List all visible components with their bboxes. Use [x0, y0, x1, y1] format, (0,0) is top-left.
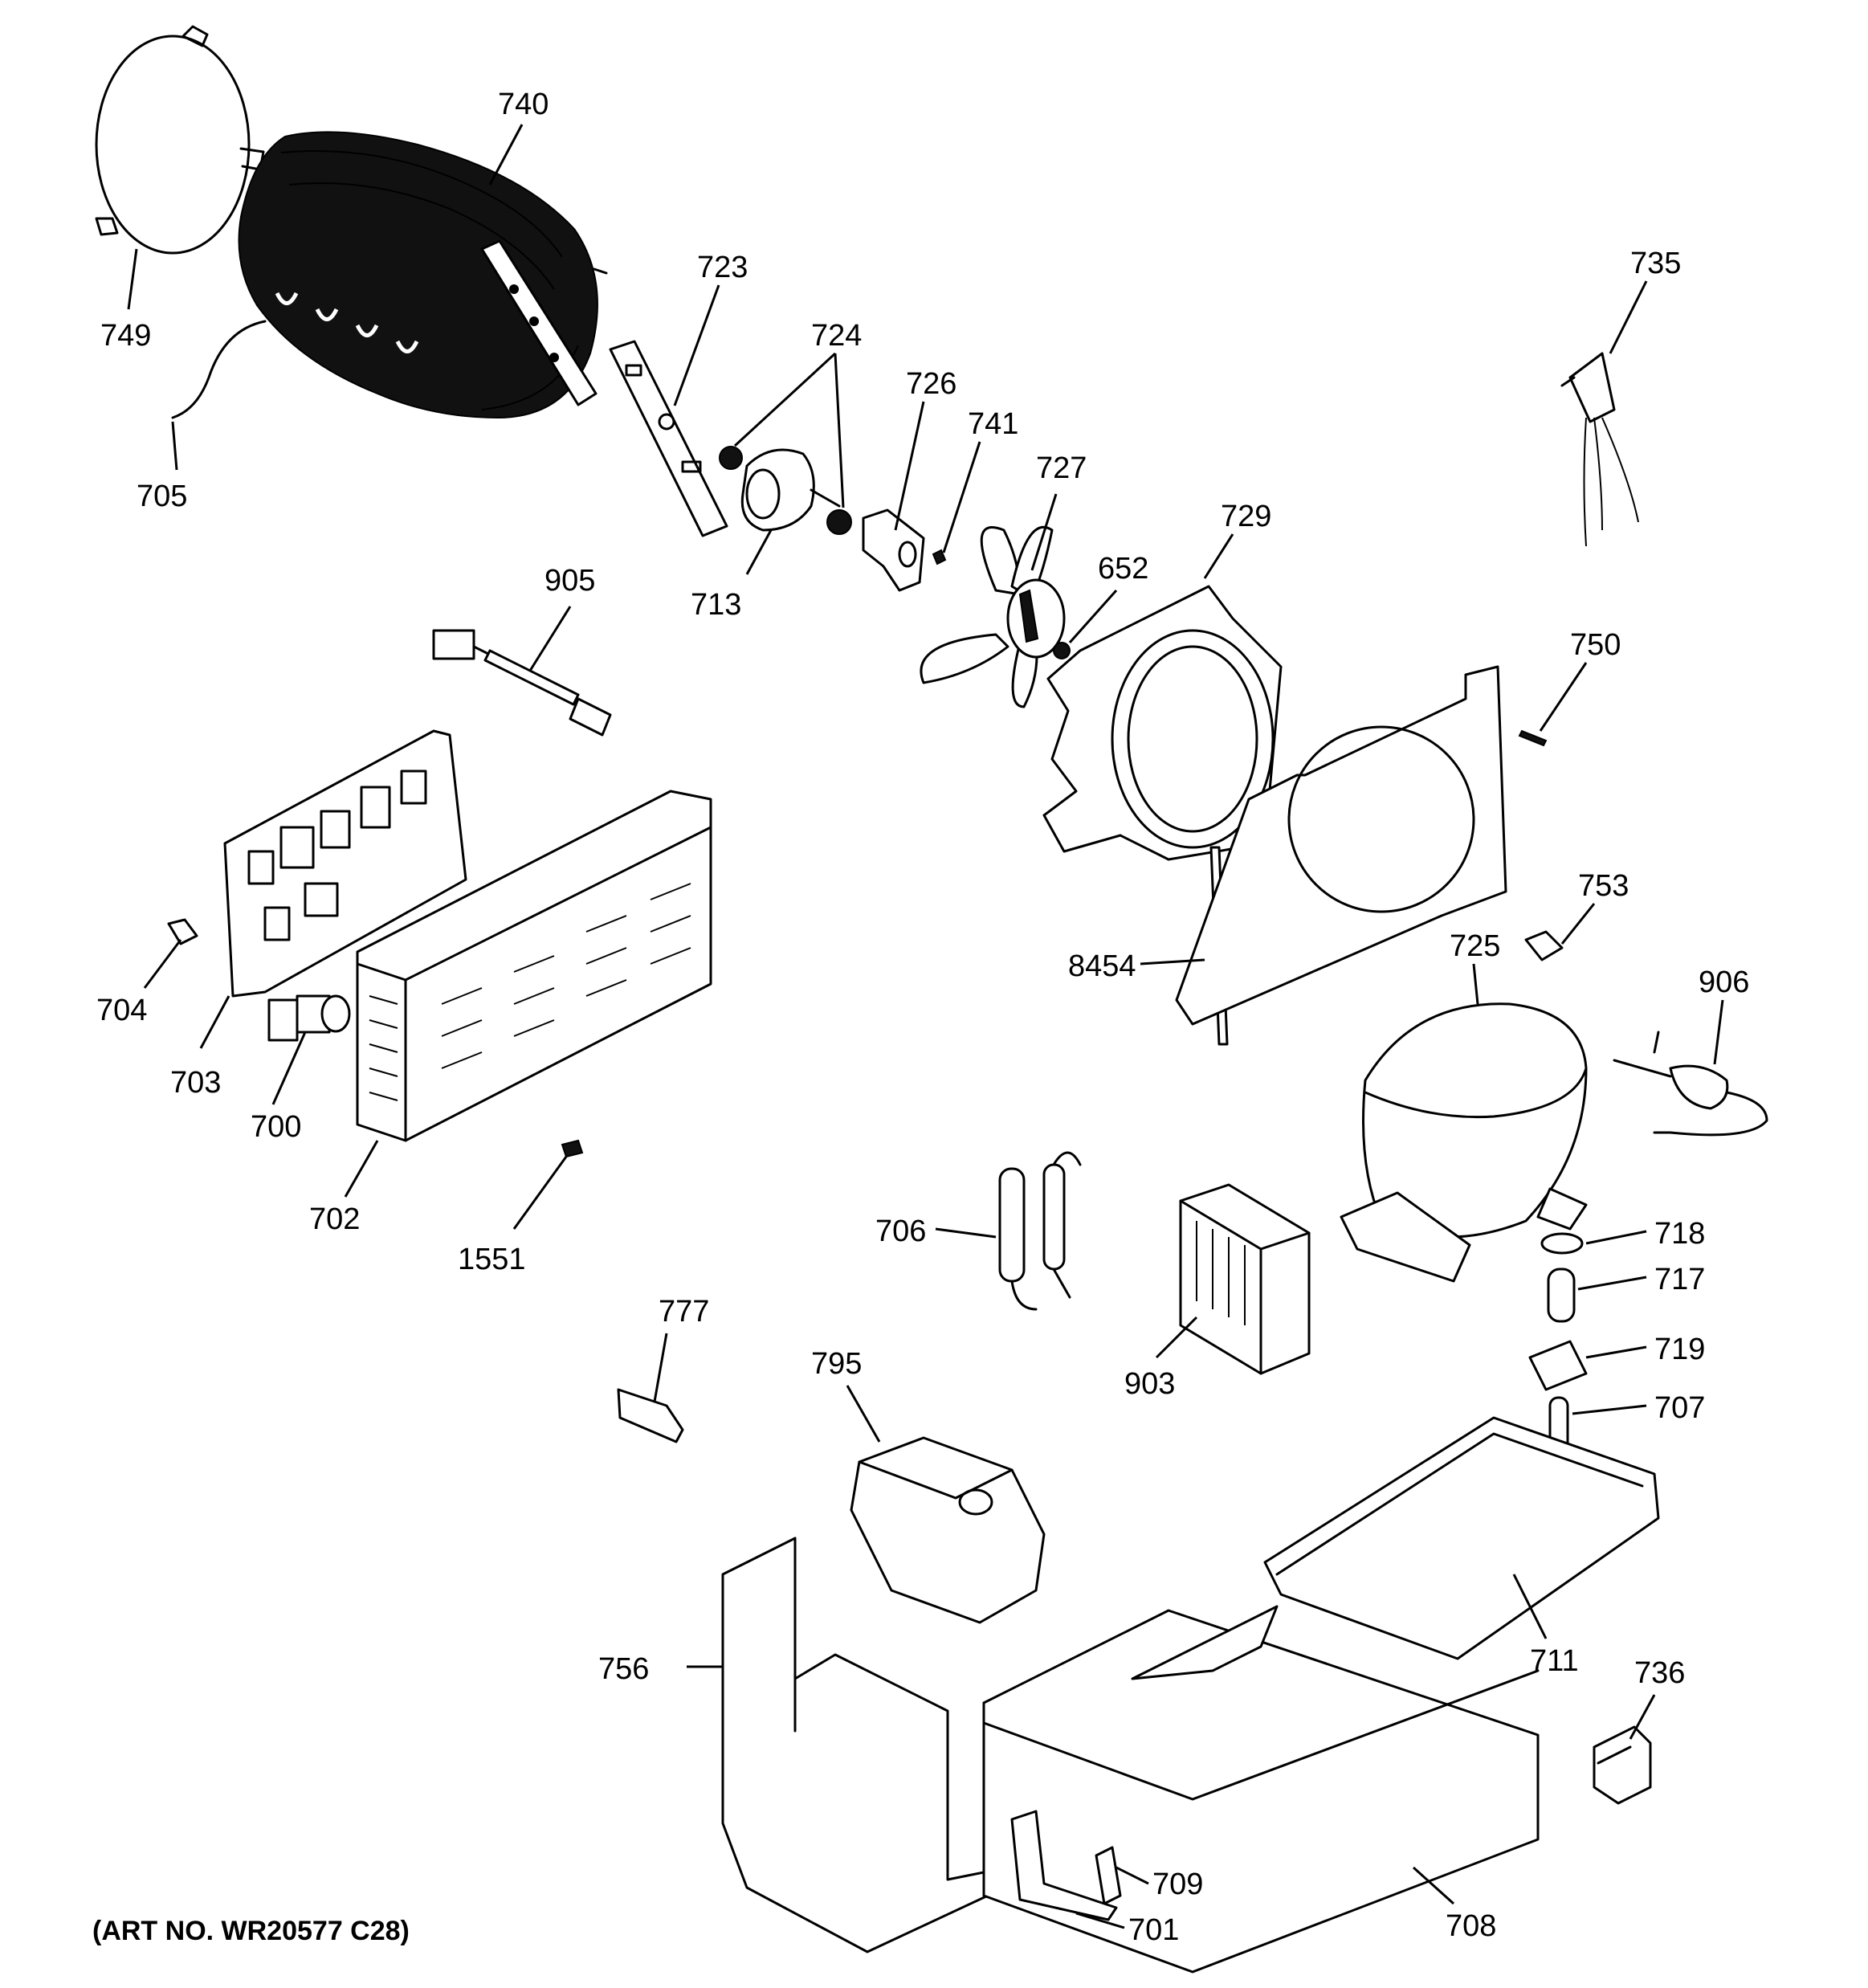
part-701-bracket [1010, 1810, 1118, 1921]
callout-702: 702 [309, 1202, 360, 1236]
art-number: (ART NO. WR20577 C28) [92, 1916, 410, 1946]
callout-725: 725 [1450, 929, 1500, 963]
callout-777: 777 [659, 1295, 709, 1329]
callout-labels: 740 749 705 723 724 726 741 727 729 652 … [96, 88, 1749, 1947]
callout-708: 708 [1446, 1909, 1496, 1943]
callout-8454: 8454 [1068, 949, 1136, 983]
callout-652: 652 [1098, 552, 1148, 586]
part-736-switch [1593, 1725, 1652, 1805]
callout-735: 735 [1630, 247, 1681, 280]
part-700-start-device [267, 994, 351, 1042]
part-777-bracket [617, 1388, 684, 1443]
part-906-overload [1613, 1031, 1768, 1137]
callout-701: 701 [1128, 1913, 1179, 1947]
part-726-motor-bracket [862, 508, 925, 592]
part-723-bracket [609, 340, 728, 537]
callout-905: 905 [544, 564, 595, 598]
callout-903: 903 [1124, 1367, 1175, 1401]
leader-lines [127, 124, 1724, 1929]
callout-704: 704 [96, 994, 147, 1027]
callout-753: 753 [1578, 869, 1629, 903]
callout-741: 741 [968, 407, 1018, 441]
callout-717: 717 [1654, 1263, 1705, 1296]
callout-718: 718 [1654, 1217, 1705, 1251]
mounting-plate [1175, 665, 1507, 1026]
callout-1551: 1551 [458, 1243, 526, 1276]
callout-719: 719 [1654, 1333, 1705, 1366]
part-903-inverter [1179, 1183, 1311, 1375]
part-703-control-board [223, 729, 467, 998]
callout-729: 729 [1221, 500, 1271, 533]
part-753-clip [1524, 930, 1564, 961]
callout-750: 750 [1570, 628, 1621, 662]
part-1551-screw [561, 1139, 584, 1158]
callout-703: 703 [170, 1066, 221, 1100]
callout-740: 740 [498, 88, 549, 121]
callout-706: 706 [875, 1214, 926, 1248]
part-704-clip [167, 918, 198, 945]
callout-727: 727 [1036, 451, 1087, 485]
part-740-condenser-coil [171, 131, 608, 419]
part-706-drier [998, 1151, 1082, 1311]
callout-700: 700 [251, 1110, 301, 1144]
part-750-screw [1518, 729, 1548, 747]
part-741-screw [932, 549, 947, 565]
part-702-control-cover [356, 790, 712, 1142]
part-708-base-pan [982, 1605, 1540, 1974]
callout-906: 906 [1699, 965, 1749, 999]
part-905-harness [432, 629, 612, 737]
part-713-fan-motor [719, 446, 852, 535]
callout-756: 756 [598, 1652, 649, 1686]
callout-726: 726 [906, 367, 956, 401]
part-709-bracket [1095, 1846, 1122, 1905]
callout-795: 795 [811, 1347, 862, 1381]
part-735-plug [1560, 352, 1639, 547]
callout-736: 736 [1634, 1656, 1685, 1690]
part-729-fan-shroud [1042, 585, 1283, 861]
part-717-spacer [1547, 1268, 1576, 1323]
callout-713: 713 [691, 588, 741, 622]
callout-723: 723 [697, 251, 748, 284]
part-652-nut [1053, 642, 1071, 659]
callout-711: 711 [1530, 1644, 1579, 1678]
part-749-cover [95, 25, 265, 255]
callout-749: 749 [100, 319, 151, 353]
callout-705: 705 [137, 480, 187, 513]
part-795-valve [850, 1436, 1046, 1624]
callout-709: 709 [1152, 1868, 1203, 1901]
part-718-washer [1540, 1232, 1584, 1255]
part-725-compressor [1340, 1002, 1588, 1283]
callout-724: 724 [811, 319, 862, 353]
part-719-grommet [1528, 1340, 1588, 1391]
part-727-fan-blade [920, 525, 1066, 708]
part-711-tray [1263, 1416, 1660, 1660]
callout-707: 707 [1654, 1391, 1705, 1425]
